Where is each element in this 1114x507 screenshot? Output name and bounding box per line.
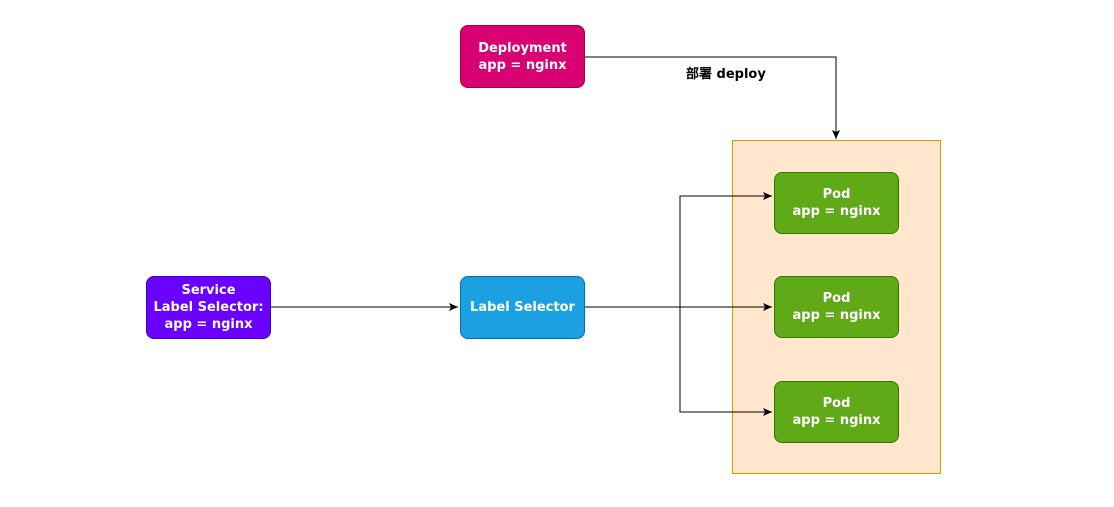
label-selector-node[interactable]: Label Selector [460,276,585,339]
deployment-title: Deployment [478,40,567,56]
service-title: Service [181,283,236,298]
deployment-node[interactable]: Deployment app = nginx [460,25,585,88]
pod-label: app = nginx [792,413,881,428]
pod-node-3[interactable]: Pod app = nginx [774,381,899,443]
service-selector-title: Label Selector: [153,300,264,315]
pod-node-2[interactable]: Pod app = nginx [774,276,899,338]
selector-to-pod-1-edge [679,192,772,307]
pod-label: app = nginx [792,204,881,219]
deploy-edge [585,56,840,139]
deploy-edge-label: 部署 deploy [686,67,766,82]
pod-title: Pod [822,187,851,202]
pod-title: Pod [822,396,851,411]
pod-title: Pod [822,291,851,306]
service-selector-value: app = nginx [164,317,253,332]
pod-label: app = nginx [792,308,881,323]
deployment-label: app = nginx [478,57,567,73]
pod-node-1[interactable]: Pod app = nginx [774,172,899,234]
label-selector-title: Label Selector [470,300,575,315]
selector-to-pod-3-edge [679,307,772,416]
service-node[interactable]: Service Label Selector: app = nginx [146,276,271,339]
